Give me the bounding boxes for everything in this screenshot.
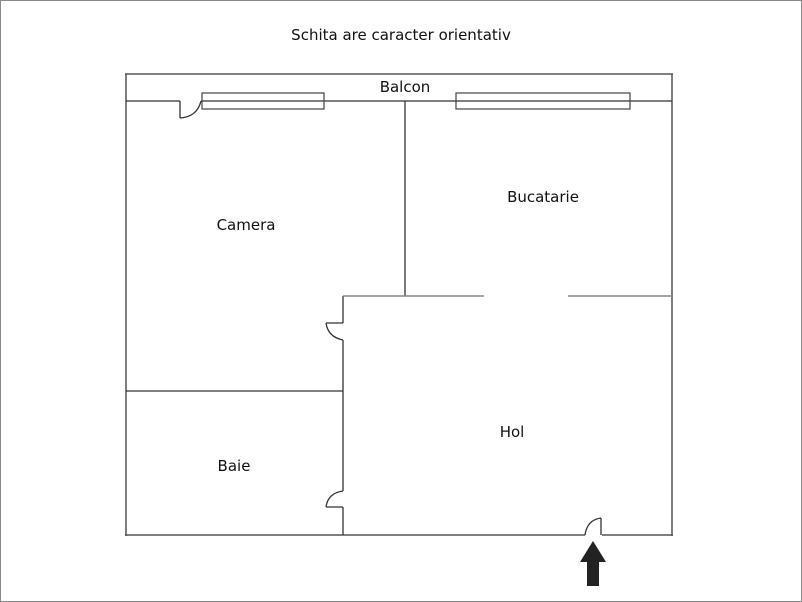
room-label-bucatarie: Bucatarie [507, 188, 579, 206]
room-label-hol: Hol [499, 423, 525, 441]
room-label-baie: Baie [217, 457, 251, 475]
window-camera [201, 92, 325, 110]
room-label-balcon: Balcon [379, 78, 431, 96]
room-label-camera: Camera [216, 216, 276, 234]
interior-walls [126, 101, 406, 535]
outer-walls [125, 73, 673, 536]
entrance-arrow-icon [580, 541, 606, 586]
door-baie [325, 490, 344, 508]
window-bucatarie [455, 92, 631, 110]
door-balcony [179, 100, 202, 119]
page-title: Schita are caracter orientativ [291, 26, 511, 44]
door-entrance [584, 517, 602, 536]
door-camera [325, 322, 344, 341]
